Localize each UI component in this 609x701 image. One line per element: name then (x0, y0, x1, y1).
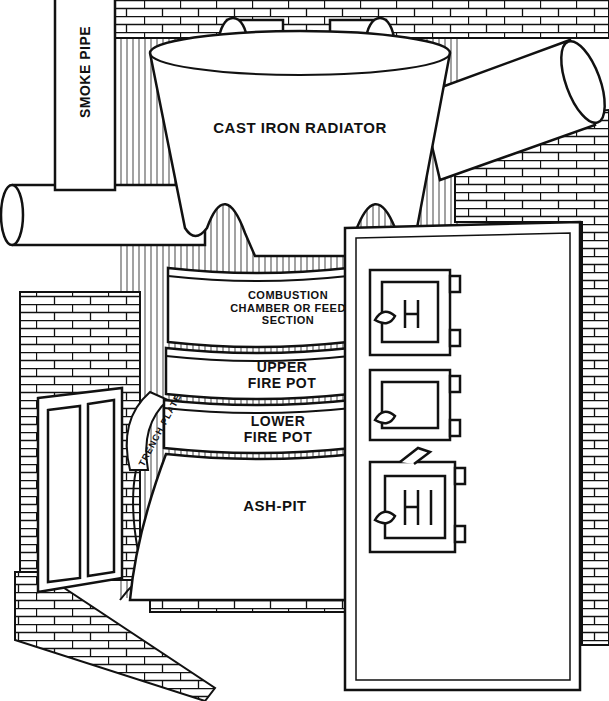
fire-door (370, 370, 460, 440)
radiator: CAST IRON RADIATOR (145, 28, 455, 258)
part-label: LOWER FIRE POT (238, 413, 318, 445)
fire-door-part (375, 412, 395, 423)
smoke-pipe: SMOKE PIPE (55, 0, 115, 190)
feed-door-part (405, 300, 418, 328)
feed-door-part (450, 330, 460, 346)
part-label: UPPER FIRE POT (242, 359, 322, 391)
smoke-pipe-elbow (1, 185, 205, 245)
part-label: CAST IRON RADIATOR (165, 119, 435, 136)
feed-door-part (375, 312, 395, 323)
lower-fire-pot-band-ring (164, 408, 352, 413)
smoke-pipe-elbow-part (1, 185, 23, 245)
open-ash-door-part (88, 400, 114, 576)
ash-door-part (455, 526, 465, 542)
radiator-shape (150, 31, 450, 256)
part-label: SMOKE PIPE (77, 26, 93, 118)
lower-fire-pot-band: LOWER FIRE POT (164, 400, 352, 455)
ash-pit-band-shape (130, 454, 355, 600)
part-label: TRENCH PLATE (137, 392, 184, 468)
ash-door-part (385, 476, 445, 538)
ash-door-part (375, 512, 395, 523)
fire-door-part (450, 420, 460, 436)
feed-door-part (450, 276, 460, 292)
ash-door (370, 448, 465, 552)
radiator-outline (145, 28, 455, 258)
radiator-ring (150, 53, 450, 75)
combustion-chamber-band-ring (168, 276, 348, 281)
door-frame (345, 222, 580, 690)
feed-door (370, 270, 460, 355)
open-ash-door-part (38, 388, 122, 592)
smoke-pipe-elbow-part (12, 185, 205, 245)
part-label: ASH-PIT (215, 497, 335, 514)
ash-door-part (370, 462, 455, 552)
lower-fire-pot-band-shape (164, 400, 352, 453)
open-ash-door-part (48, 406, 80, 582)
fire-door-part (370, 370, 450, 440)
door-frame-part (356, 233, 570, 680)
brick-walls-part (150, 600, 345, 612)
ash-door-part (455, 468, 465, 484)
combustion-chamber-band: COMBUSTION CHAMBER OR FEED SECTION (168, 262, 348, 348)
ash-pit-band: ASH-PIT (130, 454, 355, 602)
upper-fire-pot-band: UPPER FIRE POT (166, 348, 350, 400)
ash-pit-band-outline (130, 454, 355, 602)
combustion-chamber-band-shape (168, 268, 348, 347)
ash-door-part (400, 448, 430, 464)
warm-air-pipe-part (552, 36, 609, 128)
open-ash-door (38, 388, 122, 592)
door-frame-part (345, 222, 580, 690)
fire-door-part (450, 376, 460, 392)
smoke-pipe-shape (55, 0, 115, 190)
upper-fire-pot-band-shape (166, 348, 350, 399)
feed-door-part (370, 270, 450, 355)
ash-door-part (405, 490, 431, 525)
part-label: COMBUSTION CHAMBER OR FEED SECTION (229, 289, 347, 327)
